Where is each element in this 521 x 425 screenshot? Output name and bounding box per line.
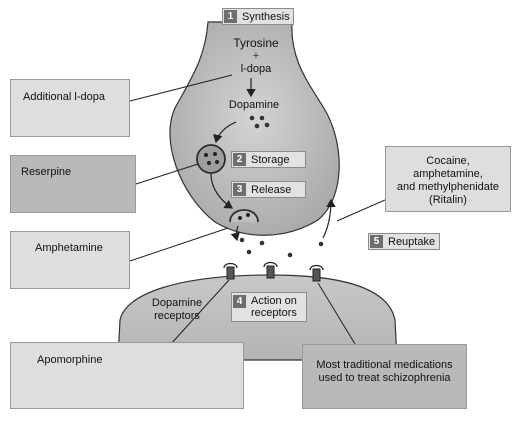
dopamine-receptor: [309, 264, 324, 282]
to-storage-arrow: [213, 121, 237, 144]
cocaine-leader: [336, 199, 386, 222]
to-release-arrow: [210, 173, 233, 209]
dopamine-molecule: [239, 237, 245, 243]
step-2-storage: 2 Storage: [231, 151, 306, 168]
dopamine-label: Dopamine: [228, 99, 280, 111]
cocaine-line3: (Ritalin): [429, 194, 467, 206]
dopamine-receptors-label: Dopamine receptors: [146, 297, 208, 323]
additional-ldopa-text: Additional l-dopa: [23, 91, 105, 103]
dopamine-molecule: [249, 115, 255, 121]
dopamine-receptor: [223, 262, 238, 280]
amphetamine-leader: [129, 227, 229, 262]
reserpine-leader: [135, 163, 199, 185]
vesicle-dot: [207, 161, 211, 165]
step-4-label-line2: receptors: [251, 307, 297, 319]
vesicle-dot: [246, 213, 250, 217]
reserpine-text: Reserpine: [21, 166, 72, 178]
schizophrenia-leader: [317, 282, 356, 345]
dopamine-molecule: [259, 240, 265, 246]
dopamine-molecule: [246, 249, 252, 255]
vesicle-dot: [204, 153, 208, 157]
additional-ldopa-leader: [129, 74, 233, 102]
schizophrenia-box: Most traditional medications used to tre…: [302, 344, 467, 409]
tyrosine-text: Tyrosine: [233, 36, 279, 50]
apomorphine-leader: [169, 279, 230, 346]
cocaine-line1: Cocaine, amphetamine,: [413, 155, 483, 180]
amphetamine-text: Amphetamine: [35, 242, 103, 254]
schizophrenia-line2: used to treat schizophrenia: [318, 372, 451, 384]
additional-ldopa-box: Additional l-dopa: [10, 79, 130, 137]
step-1-number: 1: [224, 10, 237, 23]
release-vesicle: [229, 209, 259, 223]
apomorphine-box: Apomorphine: [10, 342, 244, 409]
step-1-label: Synthesis: [242, 10, 290, 23]
cocaine-box: Cocaine, amphetamine, and methylphenidat…: [385, 146, 511, 212]
dopamine-molecule: [259, 115, 265, 121]
ldopa-text: l-dopa: [240, 63, 272, 75]
dopamine-molecule: [254, 123, 260, 129]
step-4-label-line1: Action on: [251, 295, 297, 307]
apomorphine-text: Apomorphine: [37, 354, 103, 366]
step-2-label: Storage: [251, 153, 290, 166]
step-1-synthesis: 1 Synthesis: [222, 8, 294, 25]
step-3-release: 3 Release: [231, 181, 306, 198]
dopamine-molecule: [287, 252, 293, 258]
schizophrenia-line1: Most traditional medications: [316, 359, 453, 371]
reuptake-arrow: [322, 198, 336, 239]
dopamine-molecule: [318, 241, 324, 247]
step-3-label: Release: [251, 183, 292, 196]
receptors-line2: receptors: [154, 310, 200, 322]
receptors-line1: Dopamine: [151, 297, 203, 309]
step-4-number: 4: [233, 295, 246, 308]
vesicle-dot: [238, 216, 242, 220]
tyrosine-label: Tyrosine + l-dopa: [226, 37, 286, 76]
cocaine-line2: and methylphenidate: [396, 181, 500, 193]
step-3-number: 3: [233, 183, 246, 196]
vesicle-dot: [215, 160, 219, 164]
step-4-action-on-receptors: 4 Action on receptors: [231, 292, 307, 322]
reserpine-box: Reserpine: [10, 155, 136, 213]
step-2-number: 2: [233, 153, 246, 166]
vesicle-dot: [213, 152, 217, 156]
dopamine-receptor: [263, 261, 278, 279]
step-5-number: 5: [370, 235, 383, 248]
amphetamine-box: Amphetamine: [10, 231, 130, 289]
step-5-reuptake: 5 Reuptake: [368, 233, 440, 250]
storage-vesicle: [196, 144, 226, 174]
step-5-label: Reuptake: [388, 235, 436, 248]
plus-sign: +: [252, 50, 260, 62]
dopamine-molecule: [264, 122, 270, 128]
release-arrow: [230, 225, 240, 242]
